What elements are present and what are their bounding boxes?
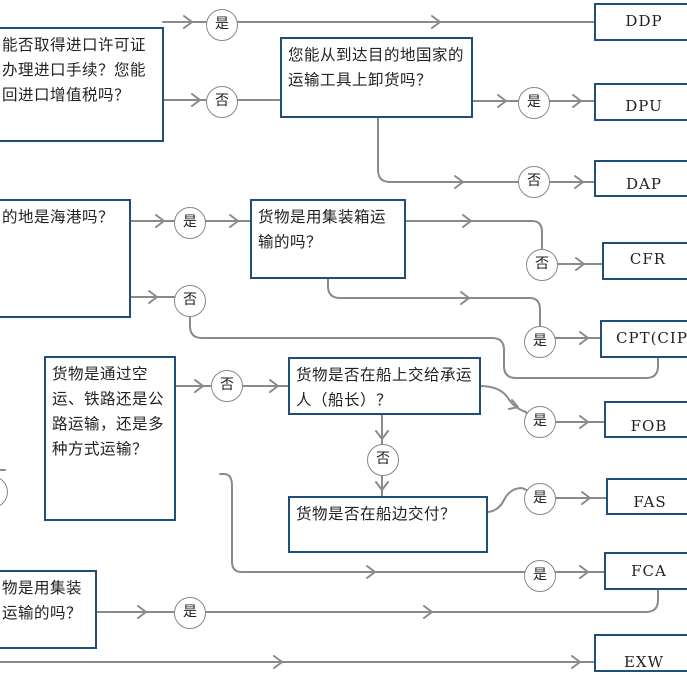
term-dap-label: DAP (626, 175, 662, 193)
answer-yes-q2: 是 (518, 87, 550, 119)
term-dap: DAP (594, 160, 687, 197)
connector-q2-no-dap (377, 117, 596, 183)
answer-yes-q4: 是 (524, 326, 556, 358)
term-exw-label: EXW (623, 653, 665, 671)
question-import-license-box: 能否取得进口许可证办理进口手续？您能回进口增值税吗？ (0, 27, 164, 142)
term-ddp: DDP (594, 3, 687, 41)
connector-q5-yes-fca (219, 473, 605, 573)
answer-no-q1: 否 (206, 86, 238, 118)
connector-q4-yes-cpt (327, 277, 601, 339)
term-fob-label: FOB (630, 417, 668, 435)
question-container-2-box: 物是用集装运输的吗？ (0, 570, 97, 649)
answer-yes-q6: 是 (524, 406, 556, 438)
term-fca-label: FCA (631, 562, 667, 580)
answer-yes-q7: 是 (524, 483, 556, 515)
question-container-text: 货物是用集装箱运输的吗？ (258, 208, 387, 251)
answer-yes-q3: 是 (174, 207, 206, 239)
question-on-board-text: 货物是否在船上交给承运人（船长）？ (296, 366, 473, 409)
answer-no-q2: 否 (518, 166, 550, 198)
connector-q8-yes-fca (95, 589, 659, 613)
question-alongside-text: 货物是否在船边交付？ (296, 505, 457, 523)
term-ddp-label: DDP (625, 12, 663, 30)
answer-yes-q8: 是 (174, 597, 206, 629)
question-seaport-text: 的地是海港吗？ (2, 208, 115, 226)
arrowheads (137, 15, 591, 669)
term-cpt: CPT(CIP (600, 320, 687, 358)
question-unload-text: 您能从到达目的地国家的运输工具上卸货吗？ (288, 46, 465, 89)
question-transport-mode-box: 货物是通过空运、铁路还是公路运输，还是多种方式运输？ (44, 356, 176, 521)
answer-no-q3: 否 (174, 285, 206, 317)
term-fca: FCA (604, 552, 687, 590)
connector-q4-no-cfr (403, 220, 604, 265)
question-container-2-text: 物是用集装运输的吗？ (2, 579, 83, 622)
question-on-board-box: 货物是否在船上交给承运人（船长）？ (288, 357, 481, 415)
term-fas-label: FAS (633, 493, 667, 511)
connector-q3-no-cpt (189, 314, 659, 379)
term-dpu: DPU (594, 83, 687, 121)
term-fob: FOB (604, 401, 687, 438)
term-fas: FAS (606, 478, 687, 515)
term-exw: EXW (594, 634, 687, 672)
term-cfr-label: CFR (629, 250, 667, 268)
answer-no-q4: 否 (526, 249, 558, 281)
term-cpt-label: CPT(CIP (616, 329, 687, 347)
answer-no-q5: 否 (211, 370, 243, 402)
question-import-license-text: 能否取得进口许可证办理进口手续？您能回进口增值税吗？ (2, 36, 147, 104)
question-seaport-box: 的地是海港吗？ (0, 199, 131, 318)
question-unload-box: 您能从到达目的地国家的运输工具上卸货吗？ (280, 37, 473, 118)
answer-yes-q1: 是 (206, 9, 238, 41)
term-cfr: CFR (602, 242, 687, 280)
answer-no-q6: 否 (367, 444, 399, 476)
term-dpu-label: DPU (625, 97, 663, 115)
question-alongside-box: 货物是否在船边交付？ (288, 496, 488, 553)
question-container-box: 货物是用集装箱运输的吗？ (250, 199, 406, 279)
answer-yes-q5: 是 (524, 560, 556, 592)
question-transport-mode-text: 货物是通过空运、铁路还是公路运输，还是多种方式运输？ (52, 365, 165, 458)
